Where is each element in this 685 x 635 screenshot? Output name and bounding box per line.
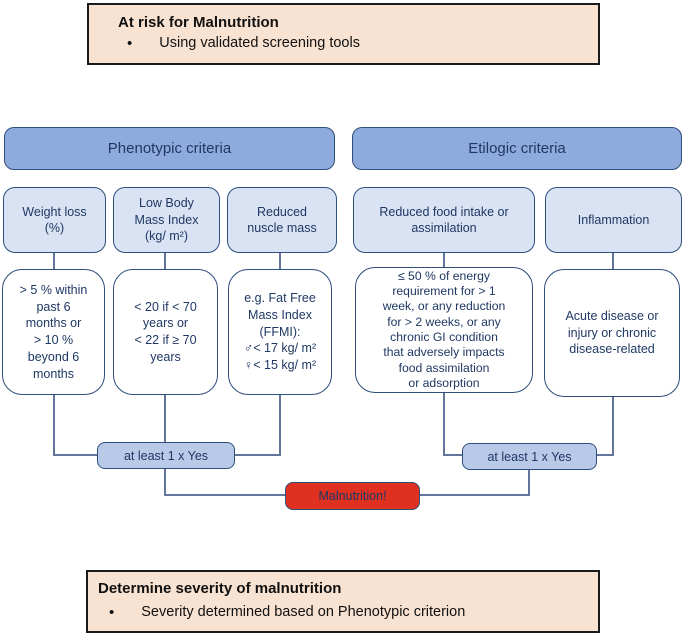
phenotypic-gate: at least 1 x Yes (97, 442, 235, 469)
criterion-reduced-muscle-mass: Reduced nuscle mass (227, 187, 337, 253)
bullet-icon: • (109, 603, 115, 621)
at-risk-note: At risk for Malnutrition • Using validat… (87, 3, 600, 65)
detail-reduced-muscle-mass: e.g. Fat Free Mass Index (FFMI): ♂< 17 k… (228, 269, 332, 395)
criterion-low-bmi: Low Body Mass Index (kg/ m²) (113, 187, 220, 253)
connector-line (235, 454, 280, 456)
phenotypic-header: Phenotypic criteria (4, 127, 335, 170)
connector-line (53, 395, 55, 456)
criterion-inflammation: Inflammation (545, 187, 682, 253)
connector-line (54, 454, 98, 456)
connector-line (164, 395, 166, 442)
connector-line (612, 397, 614, 456)
detail-low-bmi: < 20 if < 70 years or < 22 if ≥ 70 years (113, 269, 218, 395)
bullet-icon: • (127, 34, 133, 52)
connector-line (164, 253, 166, 269)
connector-line (164, 469, 166, 496)
connector-line (443, 393, 445, 456)
at-risk-bullet-text: Using validated screening tools (159, 35, 360, 51)
connector-line (419, 494, 529, 496)
connector-line (596, 454, 613, 456)
connector-line (279, 253, 281, 269)
at-risk-title: At risk for Malnutrition (118, 14, 279, 31)
connector-line (53, 253, 55, 269)
criterion-reduced-food-intake: Reduced food intake or assimilation (353, 187, 535, 253)
connector-line (279, 395, 281, 456)
detail-inflammation: Acute disease or injury or chronic disea… (544, 269, 680, 397)
connector-line (612, 253, 614, 269)
connector-line (528, 470, 530, 496)
connector-line (443, 253, 445, 268)
detail-reduced-food-intake: ≤ 50 % of energy requirement for > 1 wee… (355, 267, 533, 393)
determine-severity-bullet-text: Severity determined based on Phenotypic … (141, 604, 466, 620)
detail-weight-loss: > 5 % within past 6 months or > 10 % bey… (2, 269, 105, 395)
connector-line (165, 494, 286, 496)
etiologic-header: Etilogic criteria (352, 127, 682, 170)
determine-severity-note: Determine severity of malnutrition • Sev… (86, 570, 600, 633)
malnutrition-result: Malnutrition! (285, 482, 420, 510)
etiologic-gate: at least 1 x Yes (462, 443, 597, 470)
connector-line (444, 454, 463, 456)
criterion-weight-loss: Weight loss (%) (3, 187, 106, 253)
determine-severity-title: Determine severity of malnutrition (98, 580, 342, 597)
